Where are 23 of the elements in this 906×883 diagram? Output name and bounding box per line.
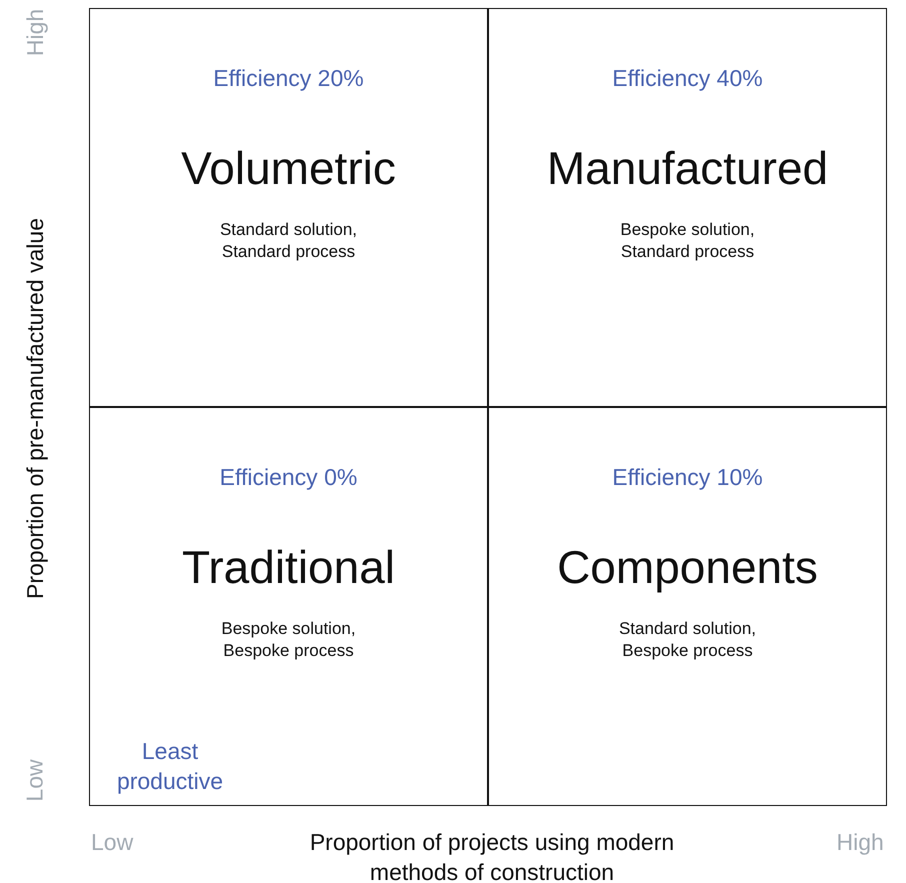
axis-end-label: High	[836, 828, 884, 856]
quadrant-panel	[488, 407, 887, 806]
category-title: Manufactured	[546, 141, 830, 195]
efficiency-label: Efficiency 0%	[218, 464, 358, 491]
quadrant-panel	[89, 407, 488, 806]
category-description: Standard solution, Bespoke process	[618, 618, 758, 662]
category-description: Bespoke solution, Bespoke process	[220, 618, 357, 662]
axis-end-label: Low	[22, 758, 49, 802]
corner-note: Least productive	[116, 737, 224, 796]
quadrant-panel	[89, 8, 488, 407]
category-description: Standard solution, Standard process	[218, 219, 358, 263]
category-title: Components	[556, 540, 819, 594]
efficiency-label: Efficiency 40%	[611, 65, 764, 92]
axis-end-label: Low	[91, 828, 134, 856]
axis-title: Proportion of projects using modern methods of construction	[308, 828, 676, 883]
efficiency-label: Efficiency 20%	[212, 65, 365, 92]
quadrant-panel	[488, 8, 887, 407]
axis-title: Proportion of pre-manufactured value	[22, 218, 48, 598]
category-title: Traditional	[180, 540, 396, 594]
category-title: Volumetric	[180, 141, 397, 195]
axis-end-label: High	[22, 8, 49, 56]
efficiency-label: Efficiency 10%	[611, 464, 764, 491]
category-description: Bespoke solution, Standard process	[619, 219, 756, 263]
